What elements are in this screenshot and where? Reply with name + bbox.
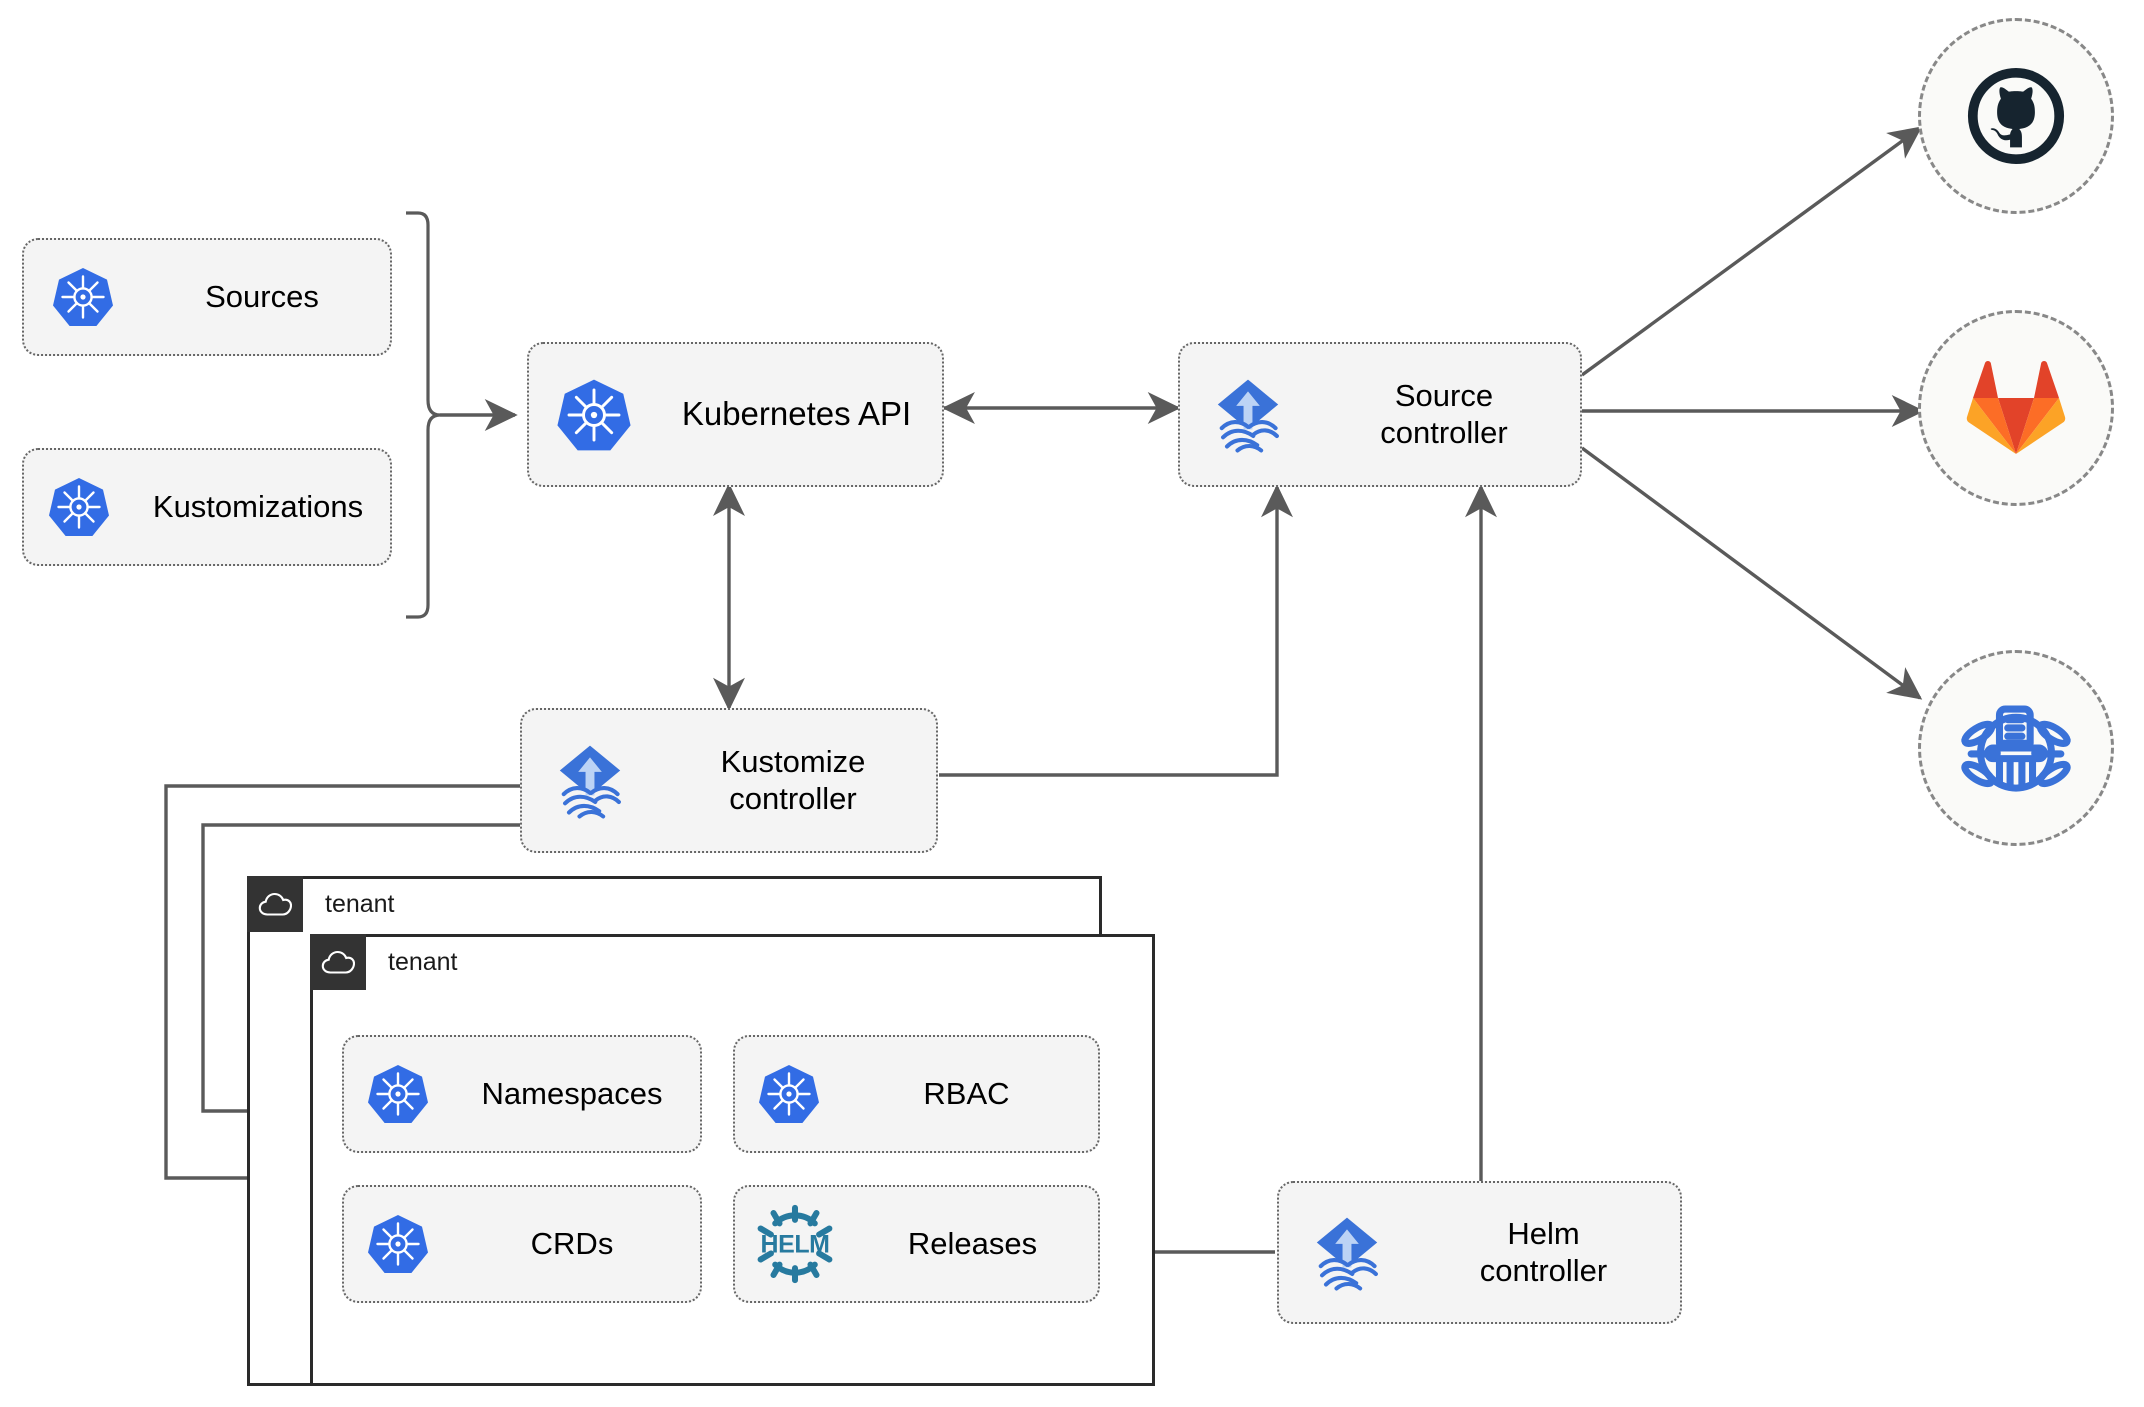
flux-icon [522,739,658,823]
card-crds[interactable]: CRDs [342,1185,702,1303]
tenant-label-back: tenant [325,889,395,918]
card-helm-controller-label: Helm controller [1479,1215,1608,1288]
card-helm-controller[interactable]: Helm controller [1277,1181,1682,1324]
card-rbac-label: RBAC [923,1075,1010,1111]
edge-source-to-github [1580,126,1923,377]
tenant-window-front[interactable]: tenant [310,934,1155,1386]
card-releases-label: Releases [907,1225,1038,1261]
card-sources[interactable]: Sources [22,238,392,356]
edge-source-to-helm-repo [1580,446,1923,700]
kubernetes-icon [24,475,134,539]
kubernetes-icon [735,1062,843,1126]
card-sources-label: Sources [205,278,319,314]
card-kustomize-controller-label: Kustomize controller [720,743,866,816]
flux-icon [1180,373,1316,457]
provider-helm-repository[interactable] [1918,650,2114,846]
tenant-header-front: tenant [310,934,458,990]
gitlab-icon [1966,360,2066,454]
helm-icon: HELM [735,1201,855,1287]
kubernetes-icon [24,265,142,329]
kubernetes-icon [344,1062,452,1126]
provider-gitlab[interactable] [1918,310,2114,506]
kubernetes-icon [344,1212,452,1276]
provider-github[interactable] [1918,18,2114,214]
card-source-controller[interactable]: Source controller [1178,342,1582,487]
card-kubernetes-api[interactable]: Kubernetes API [527,342,944,487]
flux-icon [1279,1211,1415,1295]
card-namespaces-label: Namespaces [481,1075,663,1111]
card-kustomizations-label: Kustomizations [152,488,364,524]
grouping-brace [406,211,441,619]
cloud-icon [310,934,366,990]
card-rbac[interactable]: RBAC [733,1035,1100,1153]
github-icon [1967,67,2065,165]
card-source-controller-label: Source controller [1380,377,1508,450]
svg-text:HELM: HELM [761,1231,830,1259]
helm-repository-icon [1961,705,2071,792]
tenant-label-front: tenant [388,947,458,976]
card-crds-label: CRDs [530,1225,614,1261]
card-kubernetes-api-label: Kubernetes API [681,395,912,433]
card-kustomize-controller[interactable]: Kustomize controller [520,708,938,853]
cloud-icon [247,876,303,932]
edge-kustomize-to-source [939,484,1293,777]
card-kustomizations[interactable]: Kustomizations [22,448,392,566]
card-namespaces[interactable]: Namespaces [342,1035,702,1153]
kubernetes-icon [529,376,659,454]
card-releases[interactable]: HELM Releases [733,1185,1100,1303]
tenant-header-back: tenant [247,876,395,932]
